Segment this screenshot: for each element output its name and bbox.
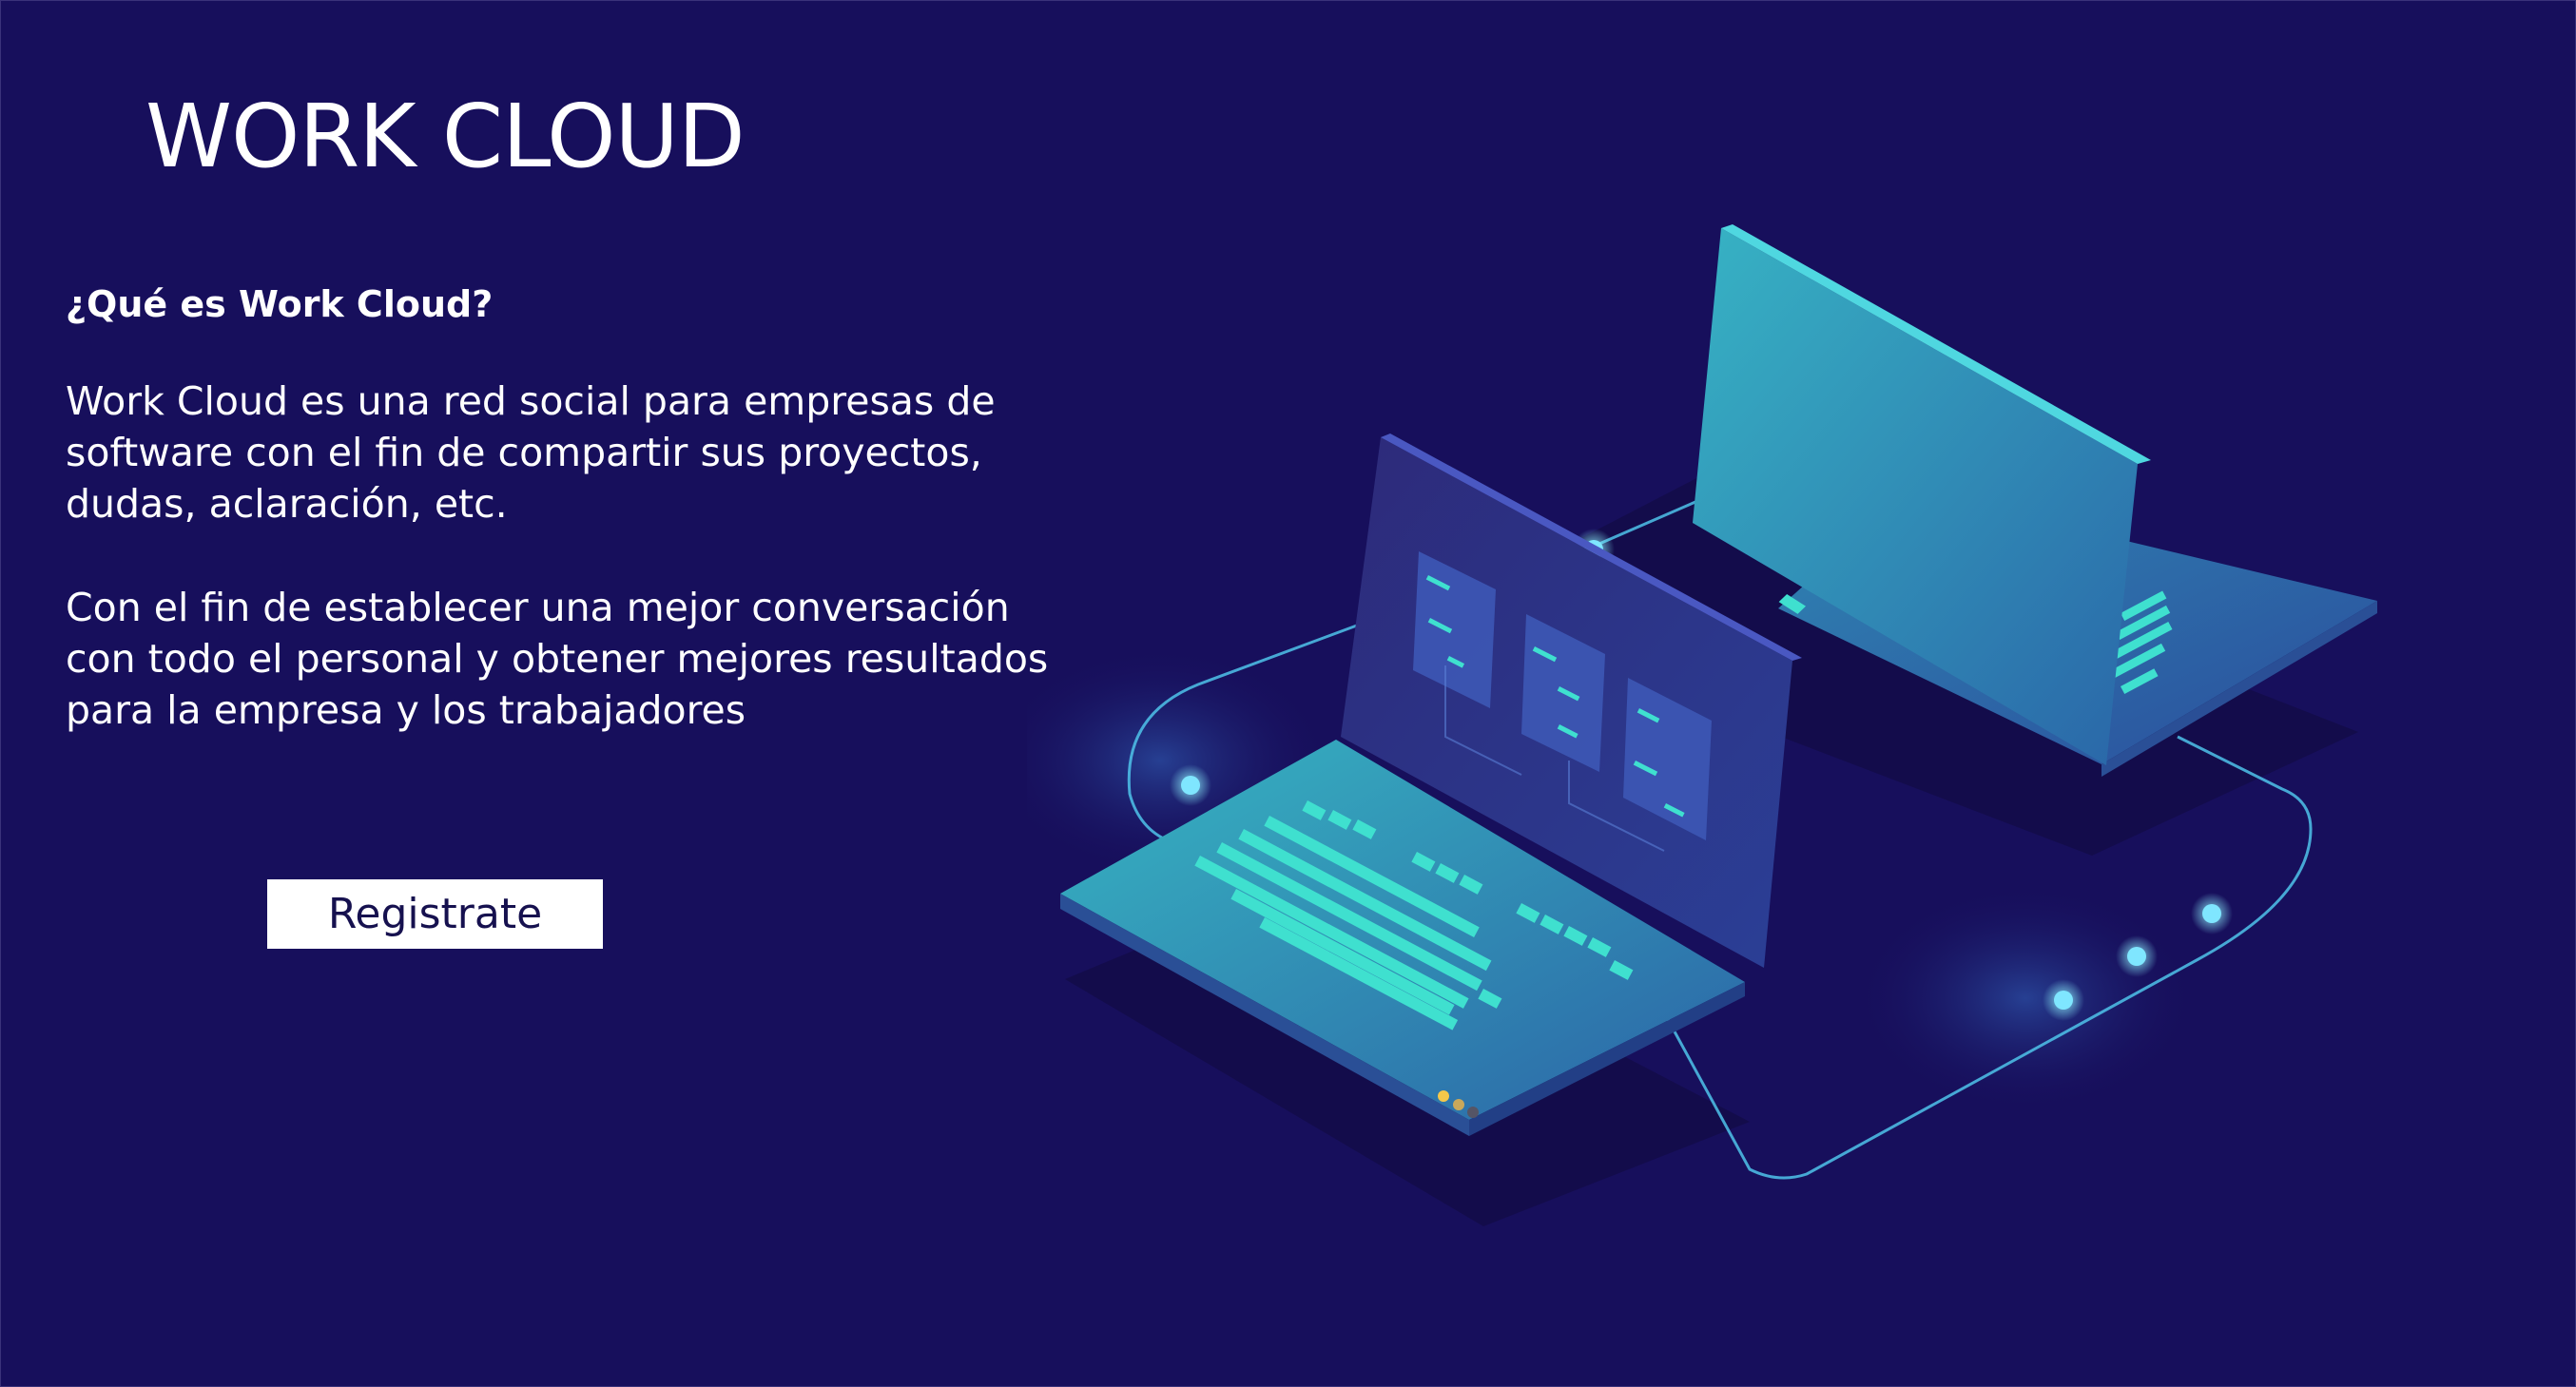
front-laptop <box>1060 433 1802 1136</box>
front-laptop-keyboard <box>1194 799 1634 1031</box>
intro-purpose: Con el fin de establecer una mejor conve… <box>66 584 1049 733</box>
back-laptop-base-edge <box>2101 601 2377 777</box>
front-laptop-base <box>1060 740 1745 1120</box>
front-laptop-base-edge <box>1469 982 1745 1136</box>
front-laptop-status-lights <box>1438 1090 1479 1118</box>
front-laptop-base-edge <box>1060 894 1469 1136</box>
front-laptop-screen-edge <box>1381 433 1802 661</box>
network-node <box>2127 947 2146 966</box>
back-laptop-lid-edge <box>1721 224 2151 464</box>
back-laptop-lid <box>1693 228 2138 765</box>
intro-heading: ¿Qué es Work Cloud? <box>66 283 494 325</box>
back-laptop-keyboard <box>1778 590 2173 694</box>
network-node <box>2054 991 2073 1010</box>
site-title: WORK CLOUD <box>145 86 746 187</box>
laptops-network-illustration <box>1027 224 2377 1226</box>
register-button[interactable]: Registrate <box>267 879 603 949</box>
ambient-glow <box>1854 884 2197 1112</box>
intro-description: Work Cloud es una red social para empres… <box>66 377 996 527</box>
back-laptop <box>1693 224 2377 777</box>
intro-section: ¿Qué es Work Cloud? Work Cloud es una re… <box>66 283 1074 788</box>
front-laptop-screen-ui <box>1413 551 1712 852</box>
network-node <box>2202 904 2221 923</box>
network-node <box>1181 776 1200 795</box>
